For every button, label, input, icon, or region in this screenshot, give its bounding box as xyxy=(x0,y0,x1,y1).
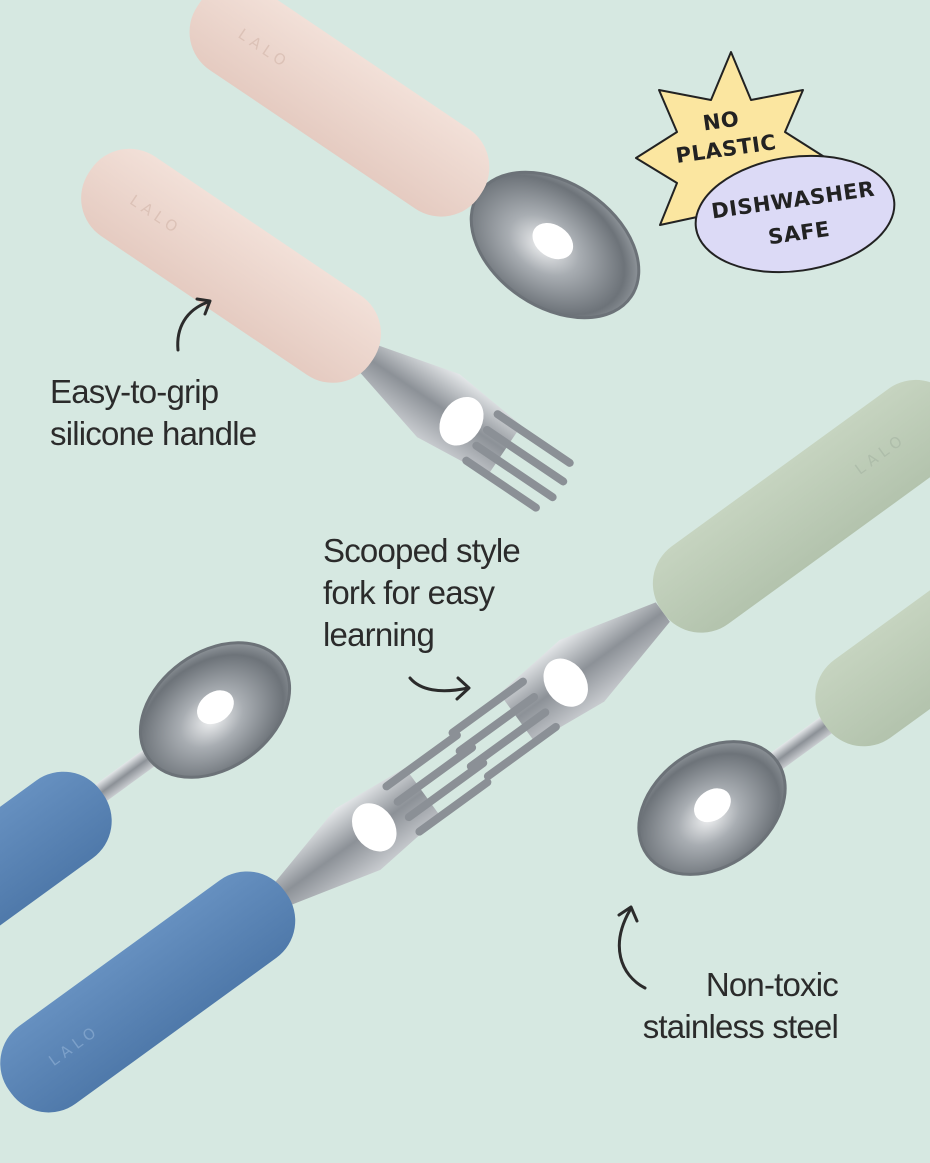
callout-line: stainless steel xyxy=(642,1008,839,1045)
callout-line: learning xyxy=(323,616,435,653)
no-plastic-badge: NO PLASTIC xyxy=(635,51,827,263)
curved-arrow-icon xyxy=(176,297,212,352)
sage-spoon xyxy=(637,505,930,876)
callout-line: Scooped style xyxy=(323,532,521,569)
callout-line: Easy-to-grip xyxy=(50,373,219,410)
curved-arrow-icon xyxy=(408,676,471,701)
sage-fork: LALO xyxy=(448,379,930,781)
scooped-fork-callout: Scooped style fork for easy learning xyxy=(323,530,521,656)
curved-arrow-icon xyxy=(617,905,647,990)
dishwasher-safe-badge: DISHWASHER SAFE xyxy=(694,154,896,274)
pink-fork: LALO xyxy=(81,148,574,512)
callout-line: Non-toxic xyxy=(705,966,839,1003)
blue-spoon xyxy=(0,641,292,1013)
callout-line: silicone handle xyxy=(50,415,257,452)
grip-callout: Easy-to-grip silicone handle xyxy=(50,371,257,455)
blue-fork: LALO xyxy=(0,731,492,1113)
stainless-steel-callout: Non-toxic stainless steel xyxy=(642,964,839,1048)
badge-line: NO xyxy=(701,107,740,136)
pink-spoon: LALO xyxy=(189,0,641,320)
callout-line: fork for easy xyxy=(323,574,495,611)
